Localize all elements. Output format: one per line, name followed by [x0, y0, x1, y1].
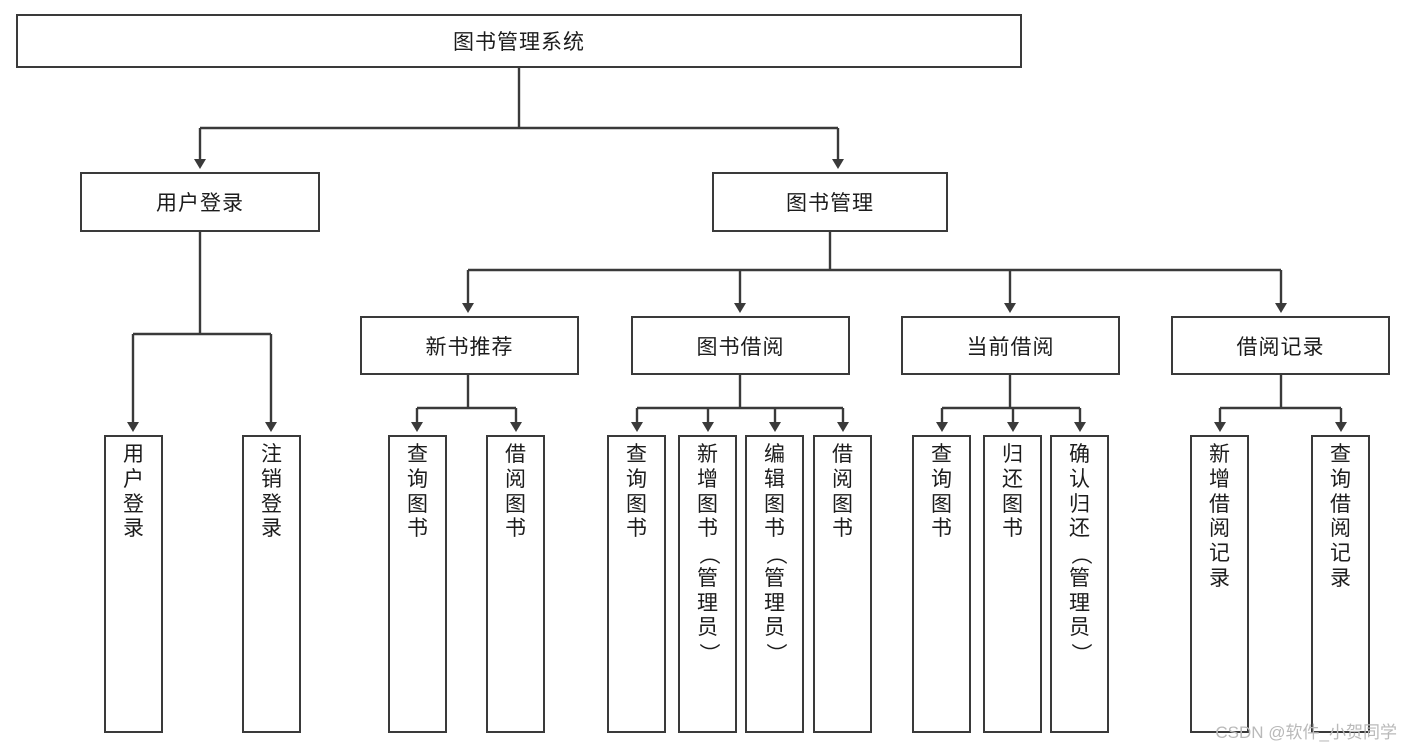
leaf-label: 查询图书 [407, 443, 428, 541]
leaf-label: 确认归还（管理员） [1068, 443, 1092, 665]
leaf-label: 新增图书（管理员） [696, 443, 720, 665]
leaf-label: 归还图书 [1002, 443, 1023, 541]
leaf-label: 查询借阅记录 [1330, 443, 1351, 590]
node-leaf-query-book-2[interactable]: 查询图书 [607, 435, 666, 733]
leaf-label: 注销登录 [261, 443, 282, 541]
node-leaf-user-login[interactable]: 用户登录 [104, 435, 163, 733]
node-leaf-query-book-3[interactable]: 查询图书 [912, 435, 971, 733]
node-leaf-edit-book[interactable]: 编辑图书（管理员） [745, 435, 804, 733]
node-user-login[interactable]: 用户登录 [80, 172, 320, 232]
leaf-label: 借阅图书 [505, 443, 526, 541]
node-leaf-query-book-1[interactable]: 查询图书 [388, 435, 447, 733]
node-leaf-borrow-book-1[interactable]: 借阅图书 [486, 435, 545, 733]
node-current-borrow[interactable]: 当前借阅 [901, 316, 1120, 375]
node-book-borrow[interactable]: 图书借阅 [631, 316, 850, 375]
node-leaf-confirm-return[interactable]: 确认归还（管理员） [1050, 435, 1109, 733]
node-leaf-borrow-book-2[interactable]: 借阅图书 [813, 435, 872, 733]
node-leaf-query-record[interactable]: 查询借阅记录 [1311, 435, 1370, 733]
leaf-label: 查询图书 [931, 443, 952, 541]
node-root[interactable]: 图书管理系统 [16, 14, 1022, 68]
node-leaf-add-record[interactable]: 新增借阅记录 [1190, 435, 1249, 733]
node-new-book-recommend[interactable]: 新书推荐 [360, 316, 579, 375]
node-leaf-return-book[interactable]: 归还图书 [983, 435, 1042, 733]
leaf-label: 用户登录 [123, 443, 144, 541]
leaf-label: 借阅图书 [832, 443, 853, 541]
node-leaf-logout[interactable]: 注销登录 [242, 435, 301, 733]
node-borrow-record[interactable]: 借阅记录 [1171, 316, 1390, 375]
node-leaf-add-book[interactable]: 新增图书（管理员） [678, 435, 737, 733]
node-book-manage[interactable]: 图书管理 [712, 172, 948, 232]
leaf-label: 查询图书 [626, 443, 647, 541]
csdn-watermark: CSDN @软件_小贺同学 [1215, 723, 1397, 742]
leaf-label: 编辑图书（管理员） [763, 443, 787, 665]
leaf-label: 新增借阅记录 [1209, 443, 1230, 590]
